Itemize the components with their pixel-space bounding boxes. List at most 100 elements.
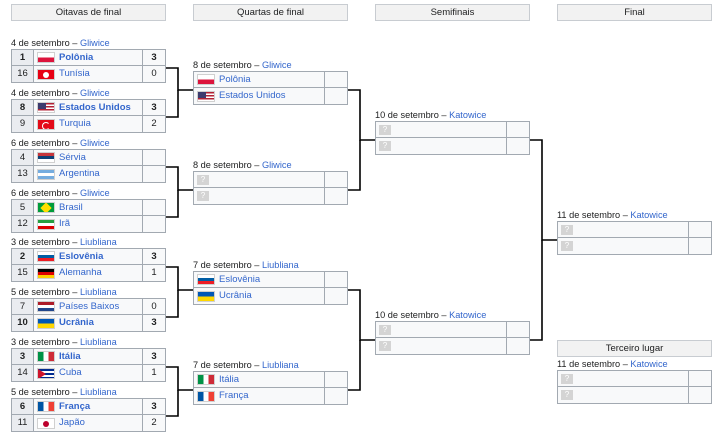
seed: 6 xyxy=(12,399,34,414)
venue-link[interactable]: Katowice xyxy=(449,310,487,320)
usa-flag-icon xyxy=(37,102,55,113)
ukr-flag-icon xyxy=(197,290,215,302)
score xyxy=(689,387,711,403)
venue-link[interactable]: Liubliana xyxy=(261,360,299,370)
team-name-link[interactable]: Sérvia xyxy=(59,151,86,163)
svn-flag-icon xyxy=(37,251,55,262)
team-name-link[interactable]: Alemanha xyxy=(59,267,102,278)
team-row: 6 França 3 xyxy=(11,398,166,415)
seed: 16 xyxy=(12,66,34,82)
seed: 2 xyxy=(12,249,34,264)
venue-link[interactable]: Katowice xyxy=(630,359,668,369)
team-cell: ? xyxy=(376,322,507,337)
seed: 10 xyxy=(12,315,34,331)
team-row: ? xyxy=(193,188,348,205)
arg-flag-icon xyxy=(37,168,55,180)
score: 3 xyxy=(143,249,165,264)
team-row: 2 Eslovênia 3 xyxy=(11,248,166,265)
venue-link[interactable]: Liubliana xyxy=(79,237,117,247)
team-name-link[interactable]: França xyxy=(59,400,91,412)
ita-flag-icon xyxy=(197,374,215,385)
unknown-team-icon: ? xyxy=(197,174,209,185)
seed: 14 xyxy=(12,365,34,381)
team-row: ? xyxy=(557,370,712,387)
team-cell: Cuba xyxy=(34,365,143,381)
team-row: ? xyxy=(375,338,530,355)
seed: 15 xyxy=(12,265,34,281)
team-row: ? xyxy=(375,321,530,338)
venue-link[interactable]: Liubliana xyxy=(79,337,117,347)
venue-link[interactable]: Liubliana xyxy=(79,287,117,297)
team-name-link[interactable]: Eslovênia xyxy=(219,273,261,285)
venue-link[interactable]: Gliwice xyxy=(79,138,110,148)
team-name-link[interactable]: Ucrânia xyxy=(59,317,94,328)
venue-link[interactable]: Gliwice xyxy=(261,60,292,70)
team-name-link[interactable]: Eslovênia xyxy=(59,250,104,262)
team-name-link[interactable]: Estados Unidos xyxy=(59,101,131,113)
seed: 9 xyxy=(12,116,34,132)
team-cell: Tunísia xyxy=(34,66,143,82)
team-name-link[interactable]: Argentina xyxy=(59,168,100,179)
team-name-link[interactable]: Irã xyxy=(59,218,71,229)
team-row: Eslovênia xyxy=(193,271,348,288)
tun-flag-icon xyxy=(37,68,55,80)
venue-link[interactable]: Liubliana xyxy=(79,387,117,397)
seed: 8 xyxy=(12,100,34,115)
header-final: Final xyxy=(557,4,712,21)
unknown-team-icon: ? xyxy=(561,390,573,400)
header-round-of-16: Oitavas de final xyxy=(11,4,166,21)
team-cell: Alemanha xyxy=(34,265,143,281)
venue-link[interactable]: Gliwice xyxy=(79,88,110,98)
team-cell: Itália xyxy=(194,372,325,387)
match-date-text: 4 de setembro – xyxy=(11,38,80,48)
srb-flag-icon xyxy=(37,152,55,163)
team-cell: ? xyxy=(558,371,689,386)
team-name-link[interactable]: Polônia xyxy=(59,51,94,63)
score xyxy=(325,188,347,204)
venue-link[interactable]: Gliwice xyxy=(79,188,110,198)
team-name-link[interactable]: Cuba xyxy=(59,367,82,378)
team-name-link[interactable]: Brasil xyxy=(59,201,83,213)
team-cell: ? xyxy=(558,222,689,237)
team-name-link[interactable]: Ucrânia xyxy=(219,290,252,301)
score xyxy=(325,88,347,104)
team-row: ? xyxy=(375,121,530,138)
unknown-team-icon: ? xyxy=(379,124,391,135)
team-cell: ? xyxy=(194,188,325,204)
venue-link[interactable]: Liubliana xyxy=(261,260,299,270)
team-name-link[interactable]: Estados Unidos xyxy=(219,90,286,101)
match-date-text: 4 de setembro – xyxy=(11,88,80,98)
score: 3 xyxy=(143,399,165,414)
team-cell: ? xyxy=(376,138,507,154)
score xyxy=(689,238,711,254)
team-name-link[interactable]: Países Baixos xyxy=(59,300,120,312)
tur-flag-icon xyxy=(37,118,55,130)
team-name-link[interactable]: Turquia xyxy=(59,118,91,129)
team-name-link[interactable]: Polônia xyxy=(219,73,251,85)
match: 11 de setembro – Katowice?? xyxy=(557,359,712,404)
team-cell: Ucrânia xyxy=(194,288,325,304)
score: 3 xyxy=(143,315,165,331)
team-name-link[interactable]: Itália xyxy=(59,350,81,362)
team-name-link[interactable]: Itália xyxy=(219,373,240,385)
venue-link[interactable]: Katowice xyxy=(630,210,668,220)
score xyxy=(143,150,165,165)
match-date-text: 5 de setembro – xyxy=(11,387,80,397)
score: 2 xyxy=(143,116,165,132)
venue-link[interactable]: Katowice xyxy=(449,110,487,120)
venue-link[interactable]: Gliwice xyxy=(79,38,110,48)
team-name-link[interactable]: França xyxy=(219,390,249,401)
match-date: 6 de setembro – Gliwice xyxy=(11,138,166,149)
team-row: ? xyxy=(193,171,348,188)
team-name-link[interactable]: Tunísia xyxy=(59,68,90,79)
seed: 7 xyxy=(12,299,34,314)
ger-flag-icon xyxy=(37,267,55,279)
match-date-text: 6 de setembro – xyxy=(11,188,80,198)
score xyxy=(143,216,165,232)
match-date: 11 de setembro – Katowice xyxy=(557,359,712,370)
team-name-link[interactable]: Japão xyxy=(59,417,85,428)
venue-link[interactable]: Gliwice xyxy=(261,160,292,170)
team-cell: ? xyxy=(194,172,325,187)
